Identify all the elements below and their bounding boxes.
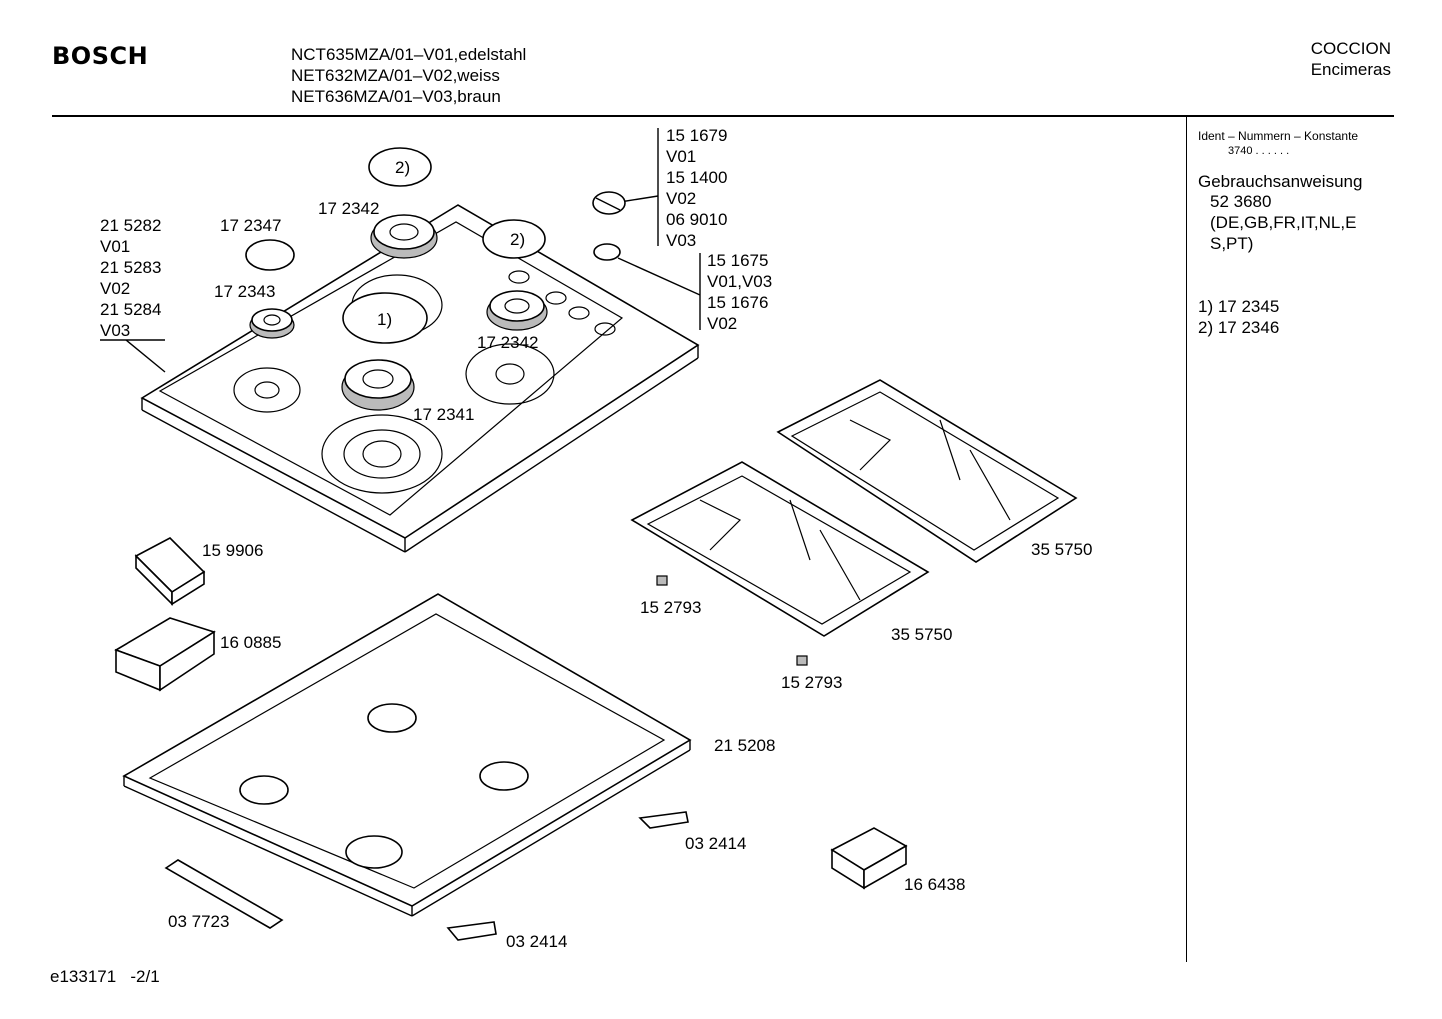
callout-disk-1 [342,292,428,344]
part-label-032414-a: 03 2414 [685,834,747,853]
callout-1: 1) [377,310,393,329]
cover-160885 [114,617,216,692]
sidebar-divider [1186,117,1187,962]
manual-langs-2: S,PT) [1210,234,1254,253]
bracket-032414-b [446,921,497,941]
part-group-151679: 15 1679 V01 15 1400 V02 06 9010 V03 [666,125,727,251]
model-line-1: NCT635MZA/01–V01,edelstahl [291,45,527,64]
drawing-number: e133171 [50,967,117,986]
burner-172343 [249,308,295,339]
callout-disk-2-right [482,219,546,259]
bosch-logo: BOSCH [52,42,149,70]
subcategory: Encimeras [1310,60,1391,79]
part-label-152793-a: 15 2793 [640,598,702,617]
grate-355750-back [776,379,1078,563]
ident-value: 3740 . . . . . . [1228,145,1290,157]
variant: V03 [100,321,131,340]
category: COCCION [1310,39,1391,58]
plate-inner [158,221,624,516]
part-label-037723: 03 7723 [168,912,230,931]
category-block: COCCION Encimeras [1311,38,1391,80]
page-number: -2/1 [130,967,160,986]
box-166438 [830,827,908,890]
part-number: 15 1676 [707,293,769,312]
part-number: 06 9010 [666,210,728,229]
part-label-172341: 17 2341 [413,405,475,424]
part-label-159906: 15 9906 [202,541,264,560]
part-group-151675: 15 1675 V01,V03 15 1676 V02 [707,250,772,334]
part-label-172343: 17 2343 [214,282,276,301]
model-line-3: NET636MZA/01–V03,braun [291,87,501,106]
leader-lines [100,128,701,373]
part-group-215282: 21 5282 V01 21 5283 V02 21 5284 V03 [100,215,161,341]
part-number: 15 1679 [666,126,728,145]
part-label-215208: 21 5208 [714,736,776,755]
bracket-032414-a [638,811,689,829]
variant: V01,V03 [707,272,773,291]
manual-langs-1: (DE,GB,FR,IT,NL,E [1210,213,1357,232]
knob-151679 [592,191,626,215]
manual-number: 52 3680 [1210,192,1272,211]
part-number: 15 1400 [666,168,728,187]
ignition-unit-159906 [134,537,206,606]
model-line-2: NET632MZA/01–V02,weiss [291,66,500,85]
burner-172342-mid [486,290,548,331]
note-1: 1) 17 2345 [1198,297,1280,316]
part-label-355750-b: 35 5750 [891,625,953,644]
leader-215284 [125,339,166,373]
leader-knob [619,195,659,203]
callout-2-top: 2) [395,158,411,177]
ident-label: Ident – Nummern – Konstante [1198,129,1359,143]
foot-152793-b [796,655,808,666]
part-number: 21 5283 [100,258,162,277]
foot-152793-a [656,575,668,586]
part-label-355750-a: 35 5750 [1031,540,1093,559]
cap-172347 [245,239,295,271]
base-tray-215208 [122,593,692,917]
variant: V02 [666,189,697,208]
burner-172341 [341,359,415,411]
header-divider [52,115,1394,117]
part-label-032414-b: 03 2414 [506,932,568,951]
part-number: 21 5284 [100,300,162,319]
part-label-160885: 16 0885 [220,633,282,652]
model-list: NCT635MZA/01–V01,edelstahl NET632MZA/01–… [291,44,526,107]
part-label-152793-b: 15 2793 [781,673,843,692]
variant: V02 [100,279,131,298]
variant: V01 [666,147,697,166]
knob-ring-151675 [593,243,621,261]
part-label-166438: 16 6438 [904,875,966,894]
part-number: 21 5282 [100,216,162,235]
note-2: 2) 17 2346 [1198,318,1280,337]
part-label-172342-mid: 17 2342 [477,333,539,352]
variant: V03 [666,231,697,250]
drawing-id: e133171 -2/1 [50,967,160,987]
variant: V01 [100,237,131,256]
manual-label: Gebrauchsanweisung [1198,172,1363,191]
part-number: 15 1675 [707,251,769,270]
cooktop-top-plate [140,204,700,553]
callout-2-right: 2) [510,230,526,249]
grate-355750-front [630,461,930,637]
part-label-172347: 17 2347 [220,216,282,235]
variant: V02 [707,314,738,333]
burner-172342-top [370,214,438,259]
leader-knob-ring [617,257,701,296]
callout-disk-2-top [368,147,432,187]
part-label-172342-top: 17 2342 [318,199,380,218]
strip-037723 [164,859,284,929]
